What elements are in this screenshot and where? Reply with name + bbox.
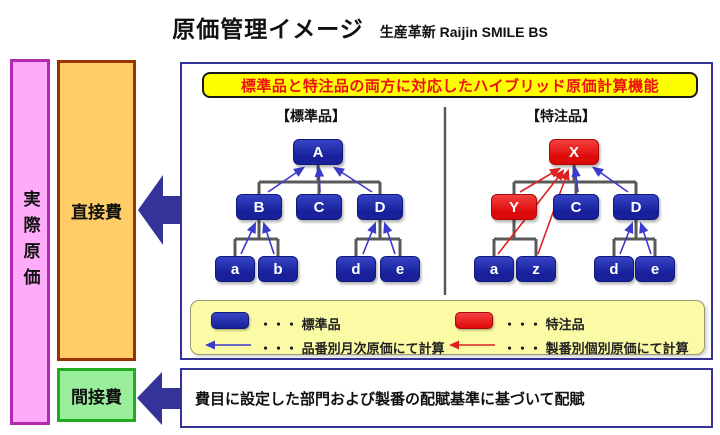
node-standard-a: a <box>215 256 255 282</box>
custom-tree-heading: 【特注品】 <box>526 108 596 124</box>
legend: ・・・ 標準品 ・・・ 特注品 ・・・ 品番別月次原価にて計算 ・・・ 製番別個… <box>190 300 705 356</box>
node-custom-z: z <box>516 256 556 282</box>
standard-monthly-cost-arrows <box>240 165 396 255</box>
node-custom-a: a <box>474 256 514 282</box>
direct-cost-left-arrow-icon <box>138 175 182 245</box>
legend-custom-label: ・・・ 特注品 <box>503 317 585 332</box>
actual-cost-bar: 実際原価 <box>10 59 50 425</box>
node-custom-D: D <box>613 194 659 220</box>
node-custom-X: X <box>549 139 599 165</box>
node-custom-Y: Y <box>491 194 537 220</box>
legend-custom-swatch-icon <box>455 312 493 329</box>
page-header: 原価管理イメージ 生産革新 Raijin SMILE BS <box>0 10 720 44</box>
allocation-text: 費目に設定した部門および製番の配賦基準に基づいて配賦 <box>195 390 585 408</box>
node-standard-D: D <box>357 194 403 220</box>
legend-blue-arrow-icon <box>205 340 251 350</box>
node-standard-b: b <box>258 256 298 282</box>
tree-connectors-and-arrows <box>233 107 657 295</box>
indirect-cost-left-arrow-icon <box>137 372 182 425</box>
hybrid-costing-panel: 標準品と特注品の両方に対応したハイブリッド原価計算機能 【標準品】 【特注品】 <box>180 62 713 360</box>
node-custom-d: d <box>594 256 634 282</box>
legend-standard-label: ・・・ 標準品 <box>259 317 341 332</box>
legend-blue-arrow-label: ・・・ 品番別月次原価にて計算 <box>259 341 445 356</box>
node-custom-e: e <box>635 256 675 282</box>
legend-standard-swatch-icon <box>211 312 249 329</box>
standard-tree-heading: 【標準品】 <box>276 108 346 124</box>
indirect-cost-box: 間接費 <box>57 368 136 422</box>
node-standard-B: B <box>236 194 282 220</box>
page-subtitle: 生産革新 Raijin SMILE BS <box>379 24 548 40</box>
legend-red-arrow-icon <box>449 340 495 350</box>
node-standard-d: d <box>336 256 376 282</box>
node-standard-C: C <box>296 194 342 220</box>
direct-cost-box: 直接費 <box>57 60 136 361</box>
legend-red-arrow-label: ・・・ 製番別個別原価にて計算 <box>503 341 689 356</box>
allocation-panel: 費目に設定した部門および製番の配賦基準に基づいて配賦 <box>180 368 713 428</box>
indirect-cost-label: 間接費 <box>71 387 122 407</box>
hybrid-banner: 標準品と特注品の両方に対応したハイブリッド原価計算機能 <box>202 72 698 98</box>
actual-cost-label: 実際原価 <box>20 190 40 294</box>
node-custom-C: C <box>553 194 599 220</box>
node-standard-A: A <box>293 139 343 165</box>
node-standard-e: e <box>380 256 420 282</box>
page-title: 原価管理イメージ <box>172 16 364 42</box>
custom-monthly-cost-arrows <box>571 165 652 255</box>
direct-cost-label: 直接費 <box>71 203 122 222</box>
